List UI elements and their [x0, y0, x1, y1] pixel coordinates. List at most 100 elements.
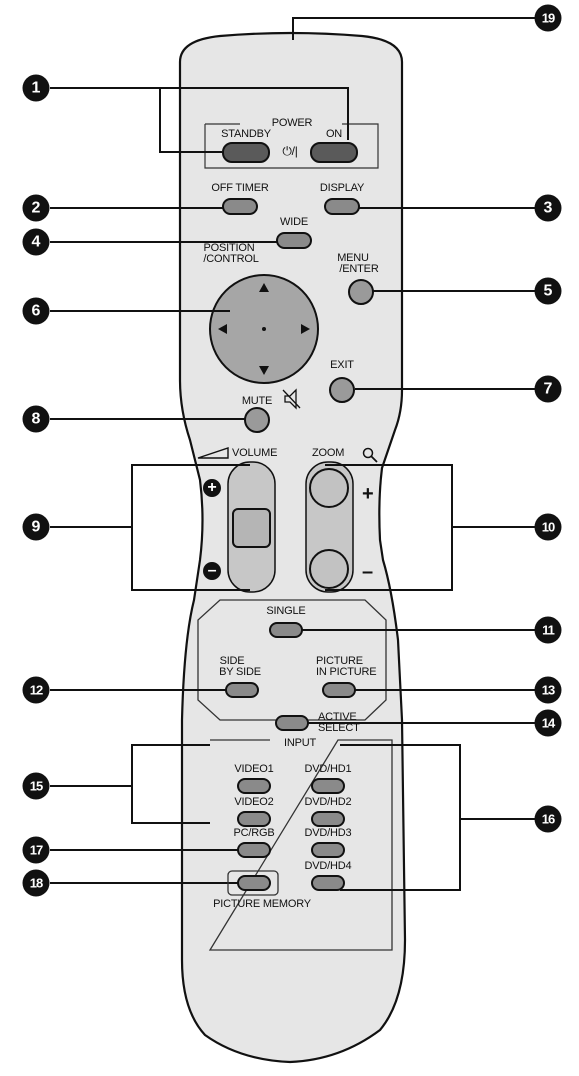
- single-button[interactable]: [269, 622, 303, 638]
- position-control-label-2: /CONTROL: [203, 253, 259, 265]
- callout-10: 10: [534, 513, 562, 541]
- dvd-hd3-label: DVD/HD3: [304, 827, 352, 839]
- dvd-hd4-button[interactable]: [311, 875, 345, 891]
- dvd-hd2-label: DVD/HD2: [304, 796, 352, 808]
- vol-minus-sign-bg: [203, 562, 221, 580]
- display-button[interactable]: [324, 198, 360, 215]
- volume-plus-label: +: [207, 479, 217, 496]
- callout-14: 14: [534, 709, 562, 737]
- leader-16-bracket: [340, 744, 461, 891]
- display-label: DISPLAY: [319, 182, 365, 194]
- volume-label: VOLUME: [232, 447, 278, 459]
- callout-17: 17: [22, 836, 50, 864]
- zoom-minus-label: –: [362, 561, 373, 583]
- callout-5: 5: [534, 277, 562, 305]
- picture-memory-label: PICTURE MEMORY: [213, 898, 311, 910]
- callout-4: 4: [22, 228, 50, 256]
- dpad-center-dot: [262, 327, 266, 331]
- callout-13: 13: [534, 676, 562, 704]
- magnifier-handle: [370, 455, 378, 463]
- callout-8: 8: [22, 405, 50, 433]
- picture-memory-frame: [227, 870, 279, 896]
- dpad-up-arrow: [259, 283, 269, 292]
- video2-button[interactable]: [237, 811, 271, 827]
- leader-19: [292, 17, 542, 40]
- active-select-label-1: ACTIVE: [318, 711, 357, 723]
- dvd-hd4-label: DVD/HD4: [304, 860, 352, 872]
- callout-1: 1: [22, 74, 50, 102]
- dvd-hd3-button[interactable]: [311, 842, 345, 858]
- pc-rgb-label: PC/RGB: [233, 827, 275, 839]
- leader-lines: [50, 17, 542, 891]
- volume-minus-label: –: [207, 562, 217, 579]
- picture-memory-button[interactable]: [237, 875, 271, 891]
- menu-enter-label-2: /ENTER: [339, 263, 379, 275]
- video2-label: VIDEO2: [234, 796, 274, 808]
- menu-enter-button[interactable]: [348, 279, 374, 305]
- dpad-right-arrow: [301, 324, 310, 334]
- dvd-hd1-label: DVD/HD1: [304, 763, 352, 775]
- mute-button[interactable]: [244, 407, 270, 433]
- callout-18: 18: [22, 869, 50, 897]
- exit-label: EXIT: [330, 359, 354, 371]
- dvd-hd1-button[interactable]: [311, 778, 345, 794]
- menu-enter-label-1: MENU: [337, 252, 369, 264]
- exit-button[interactable]: [329, 377, 355, 403]
- wide-button[interactable]: [276, 232, 312, 249]
- callout-19: 19: [534, 4, 562, 32]
- on-button[interactable]: [310, 142, 358, 163]
- speaker-mute-icon: [282, 388, 301, 410]
- picture-in-picture-button[interactable]: [322, 682, 356, 698]
- power-label: POWER: [271, 117, 313, 129]
- video1-button[interactable]: [237, 778, 271, 794]
- vol-plus-sign-bg: [203, 479, 221, 497]
- zoom-plus-button[interactable]: [309, 468, 349, 508]
- active-select-label-2: SELECT: [318, 722, 360, 734]
- leader-1: [50, 87, 349, 140]
- volume-ramp-icon: [197, 447, 229, 459]
- callout-15: 15: [22, 772, 50, 800]
- position-control-label-1: POSITION: [203, 242, 255, 254]
- pip-label-1: PICTURE: [316, 655, 363, 667]
- leader-15-bracket: [131, 744, 210, 824]
- zoom-minus-button[interactable]: [309, 549, 349, 589]
- power-panel: [204, 123, 379, 169]
- pip-panel: [197, 599, 387, 721]
- single-label: SINGLE: [266, 605, 306, 617]
- active-select-button[interactable]: [275, 715, 309, 731]
- leader-9-bracket: [131, 464, 250, 591]
- volume-slider-button[interactable]: [232, 508, 271, 548]
- callout-3: 3: [534, 194, 562, 222]
- pc-rgb-button[interactable]: [237, 842, 271, 858]
- wide-label: WIDE: [280, 216, 308, 228]
- leader-10-bracket: [325, 464, 453, 591]
- callout-2: 2: [22, 194, 50, 222]
- input-label: INPUT: [283, 737, 317, 749]
- off-timer-label: OFF TIMER: [211, 182, 269, 194]
- callout-11: 11: [534, 616, 562, 644]
- zoom-plus-label: +: [362, 483, 374, 505]
- on-label: ON: [325, 128, 343, 140]
- magnifier-icon: [362, 447, 374, 459]
- off-timer-button[interactable]: [222, 198, 258, 215]
- video1-label: VIDEO1: [234, 763, 274, 775]
- zoom-label: ZOOM: [312, 447, 345, 459]
- side-by-side-label-1: SIDE: [219, 655, 245, 667]
- dpad-left-arrow: [218, 324, 227, 334]
- callout-16: 16: [534, 805, 562, 833]
- callout-12: 12: [22, 676, 50, 704]
- callout-9: 9: [22, 513, 50, 541]
- standby-label: STANDBY: [221, 128, 271, 140]
- side-by-side-button[interactable]: [225, 682, 259, 698]
- mute-label: MUTE: [241, 395, 273, 407]
- side-by-side-label-2: BY SIDE: [219, 666, 261, 678]
- callout-7: 7: [534, 375, 562, 403]
- pip-label-2: IN PICTURE: [316, 666, 377, 678]
- power-standby-icon: ⏻/|: [282, 144, 298, 158]
- dvd-hd2-button[interactable]: [311, 811, 345, 827]
- dpad-down-arrow: [259, 366, 269, 375]
- callout-6: 6: [22, 297, 50, 325]
- standby-button[interactable]: [222, 142, 270, 163]
